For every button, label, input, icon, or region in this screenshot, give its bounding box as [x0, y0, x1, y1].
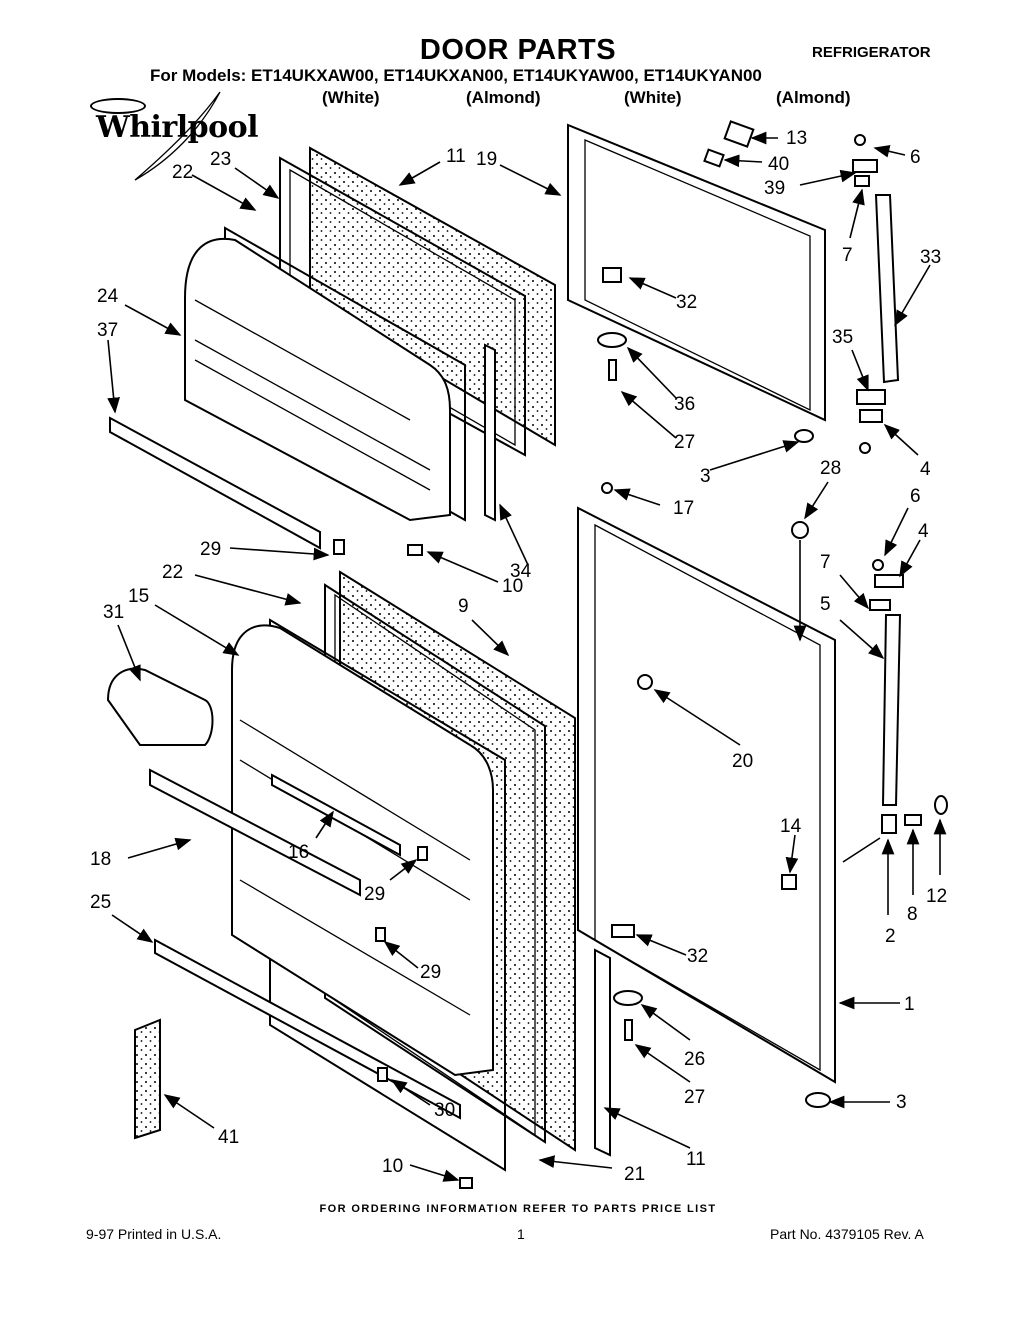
callout-27: 27 [674, 432, 695, 453]
upper-hinge-icon [852, 159, 878, 173]
color-tag-2: (Almond) [466, 88, 541, 107]
callout-10: 10 [502, 576, 523, 597]
brand-swoosh [134, 91, 221, 181]
color-tag-4: (Almond) [776, 88, 851, 107]
shelf-retainer [271, 773, 401, 857]
appliance-category: REFRIGERATOR [812, 44, 931, 61]
print-info: 9-97 Printed in U.S.A. [86, 1226, 222, 1242]
callout-5: 5 [820, 594, 831, 615]
lower-door-stop [881, 614, 902, 806]
callout-18: 18 [90, 849, 111, 870]
callout-19: 19 [476, 149, 497, 170]
model-list: For Models: ET14UKXAW00, ET14UKXAN00, ET… [150, 66, 762, 85]
callout-40: 40 [768, 154, 789, 175]
freezer-door-strip [484, 343, 496, 522]
callout-25: 25 [90, 892, 111, 913]
callout-13: 13 [786, 128, 807, 149]
part-number: Part No. 4379105 Rev. A [770, 1226, 924, 1242]
freezer-outer-panel [567, 123, 826, 422]
callout-35: 35 [832, 327, 853, 348]
fresh-food-outer-panel-group [577, 482, 948, 1108]
callout-17: 17 [673, 498, 694, 519]
callout-8: 8 [907, 904, 918, 925]
callout-9: 9 [458, 596, 469, 617]
callout-21: 21 [624, 1164, 645, 1185]
page-title: DOOR PARTS [419, 34, 617, 66]
callout-6: 6 [910, 486, 921, 507]
callout-22: 22 [162, 562, 183, 583]
callout-12: 12 [926, 886, 947, 907]
freezer-screw [407, 544, 423, 556]
callout-34: 34 [510, 561, 532, 582]
callout-29: 29 [420, 962, 441, 983]
callout-32: 32 [676, 292, 697, 313]
freezer-gasket [279, 156, 526, 457]
callout-7: 7 [842, 245, 853, 266]
freezer-liner [184, 237, 451, 522]
callout-16: 16 [288, 842, 309, 863]
callout-3: 3 [700, 466, 711, 487]
color-tag-3: (White) [624, 88, 682, 107]
callout-36: 36 [674, 394, 695, 415]
callout-6: 6 [910, 147, 921, 168]
label-plate [723, 120, 755, 148]
page-number: 1 [517, 1226, 525, 1242]
callout-10: 10 [382, 1156, 403, 1177]
brand-logo: Whirlpool [96, 110, 259, 145]
freezer-door-group [109, 146, 556, 556]
callout-33: 33 [920, 247, 941, 268]
callout-31: 31 [103, 602, 124, 623]
callout-labels: 1 2 3 3 4 4 5 6 6 7 7 8 9 10 10 11 11 12… [90, 128, 947, 1185]
callout-4: 4 [920, 459, 931, 480]
callout-24: 24 [97, 286, 119, 307]
brand-logo-icon [90, 98, 146, 114]
dairy-compartment-door [106, 667, 214, 746]
door-strip [594, 948, 611, 1157]
callout-22: 22 [172, 162, 193, 183]
fresh-food-outer-panel [577, 506, 836, 1084]
callout-15: 15 [128, 586, 149, 607]
door-shelf-bar [149, 768, 361, 897]
callout-leaders [107, 131, 947, 1182]
callout-41: 41 [218, 1127, 239, 1148]
middle-hinge-icon [874, 574, 904, 588]
callout-20: 20 [732, 751, 753, 772]
fresh-food-door-group [106, 570, 611, 1189]
callout-32: 32 [687, 946, 708, 967]
callout-1: 1 [904, 994, 915, 1015]
callout-7: 7 [820, 552, 831, 573]
plug-button [791, 521, 809, 539]
callout-30: 30 [434, 1100, 455, 1121]
lower-door-bracket [611, 924, 635, 938]
callout-39: 39 [764, 178, 785, 199]
callout-11: 11 [446, 146, 466, 167]
callout-14: 14 [780, 816, 802, 837]
freezer-outer-panel-group [567, 120, 900, 454]
callout-27: 27 [684, 1087, 705, 1108]
ordering-note: FOR ORDERING INFORMATION REFER TO PARTS … [319, 1203, 717, 1215]
callout-11: 11 [686, 1149, 706, 1170]
callout-37: 37 [97, 320, 118, 341]
callout-29: 29 [364, 884, 385, 905]
callout-29: 29 [200, 539, 221, 560]
fresh-food-liner [231, 624, 494, 1077]
callout-26: 26 [684, 1049, 705, 1070]
color-tag-1: (White) [322, 88, 380, 107]
callout-3: 3 [896, 1092, 907, 1113]
callout-23: 23 [210, 149, 231, 170]
callout-28: 28 [820, 458, 841, 479]
callout-4: 4 [918, 521, 929, 542]
upper-door-bracket [602, 267, 622, 283]
foam-block [134, 1018, 161, 1140]
callout-2: 2 [885, 926, 896, 947]
door-stop-icon [637, 674, 653, 690]
upper-door-stop [874, 194, 900, 384]
